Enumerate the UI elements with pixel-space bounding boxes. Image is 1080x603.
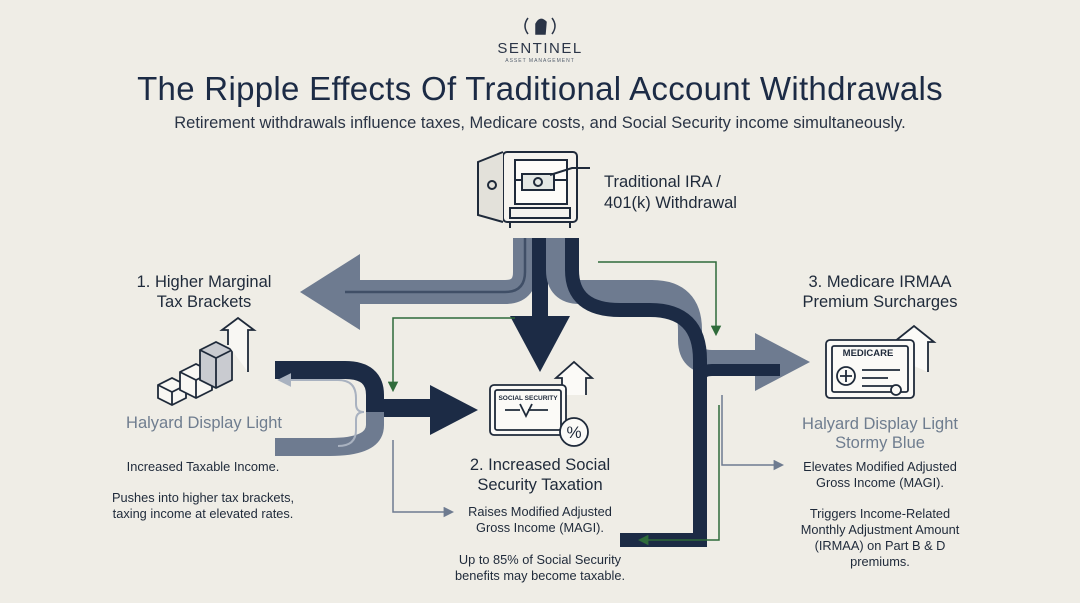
effect3-note2-line1: Triggers Income-Related: [809, 506, 951, 521]
sentinel-logo-icon: [524, 17, 556, 35]
effect3-note2-line2: Monthly Adjustment Amount: [800, 522, 960, 537]
arrow-to-tax-brackets: [300, 238, 537, 330]
arrow-to-social-security: [510, 238, 570, 372]
effect3-note1-line1: Elevates Modified Adjusted: [803, 459, 957, 474]
effect3-note2-line3: (IRMAA) on Part B & D: [814, 538, 946, 553]
source-label-line2: 401(k) Withdrawal: [604, 194, 737, 212]
ss-card-text: SOCIAL SECURITY: [498, 395, 558, 402]
effect2-note2-line1: Up to 85% of Social Security: [458, 552, 622, 567]
effect2-note2-line2: benefits may become taxable.: [454, 568, 625, 583]
effect3-placeholder-line2: Stormy Blue: [835, 434, 925, 452]
green-arrow-to-bottom-flow: [637, 405, 720, 546]
page-title: The Ripple Effects Of Traditional Accoun…: [137, 70, 943, 107]
effect1-title-line1: 1. Higher Marginal: [136, 273, 272, 291]
arrow-tax-to-social-security: [275, 361, 478, 456]
social-security-card-icon: [489, 360, 595, 447]
medicare-card-icon: [825, 324, 937, 399]
effect2-note1-line2: Gross Income (MAGI).: [476, 520, 604, 535]
brand-subtitle: ASSET MANAGEMENT: [505, 58, 575, 64]
effect3-note1-line2: Gross Income (MAGI).: [816, 475, 944, 490]
slate-arrow-to-ss-note: [392, 440, 455, 518]
percent-symbol: %: [566, 423, 581, 442]
effect3-title-line1: 3. Medicare IRMAA: [808, 273, 952, 291]
light-return-arrow: [277, 373, 365, 447]
page-subtitle: Retirement withdrawals influence taxes, …: [174, 114, 906, 132]
medicare-card-text: MEDICARE: [843, 348, 894, 359]
green-arrow-to-medicare: [598, 261, 722, 337]
effect1-title-line2: Tax Brackets: [156, 293, 252, 311]
slate-arrow-to-medicare-note: [721, 395, 785, 471]
effect2-title-line2: Security Taxation: [477, 476, 603, 494]
effect3-title-line2: Premium Surcharges: [802, 293, 958, 311]
effect1-note1: Increased Taxable Income.: [126, 459, 280, 474]
effect1-placeholder: Halyard Display Light: [126, 414, 282, 432]
tax-brackets-icon: [157, 316, 257, 407]
effect3-placeholder-line1: Halyard Display Light: [802, 415, 958, 433]
effect3-note2-line4: premiums.: [850, 554, 910, 569]
source-label-line1: Traditional IRA /: [604, 173, 721, 191]
brand-name: SENTINEL: [497, 40, 583, 57]
effect2-note1-line1: Raises Modified Adjusted: [468, 504, 612, 519]
effect2-title-line1: 2. Increased Social: [469, 456, 611, 474]
green-arrow-to-social-security: [387, 317, 515, 393]
effect1-note2-line1: Pushes into higher tax brackets,: [111, 490, 295, 505]
safe-icon: [477, 151, 590, 228]
arrow-long-dark-flow: [565, 238, 780, 547]
effect1-note2-line2: taxing income at elevated rates.: [112, 506, 294, 521]
